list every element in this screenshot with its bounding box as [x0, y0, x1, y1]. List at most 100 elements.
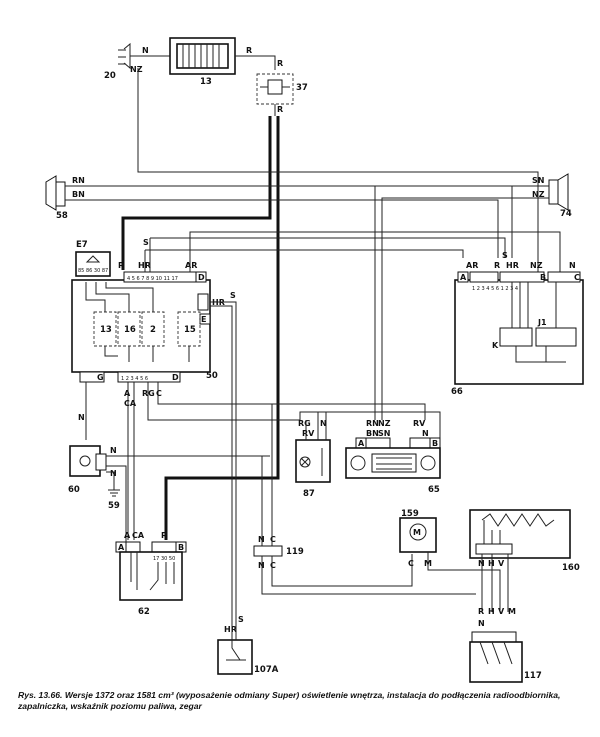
- label-50: 50: [206, 371, 218, 381]
- connector-c-66: C: [574, 273, 580, 282]
- component-117: 117: [469, 631, 542, 683]
- label-k: K: [492, 341, 499, 350]
- wire-r-62: R: [161, 531, 167, 540]
- wire-c-119-bottom: C: [270, 561, 276, 570]
- connector-a-65: A: [358, 439, 365, 448]
- wire-nz-66: NZ: [530, 261, 543, 270]
- label-65: 65: [428, 485, 440, 495]
- svg-text:N: N: [78, 413, 85, 422]
- wire-sn-65: SN: [378, 429, 390, 438]
- wire-n-117: N: [478, 619, 485, 628]
- wire-bn: BN: [72, 190, 85, 199]
- wire-r-66: R: [494, 261, 500, 270]
- wire-s-66: S: [502, 251, 508, 260]
- wire-s-50: S: [143, 238, 149, 247]
- component-37: 37 R: [256, 73, 308, 114]
- wire-nn-87: N: [320, 419, 327, 428]
- connector-g: G: [97, 373, 104, 382]
- component-87: 87: [295, 439, 331, 499]
- wire-ar-66: AR: [466, 261, 478, 270]
- component-62: A B 17 30 50 62: [115, 541, 187, 617]
- wire-rn-65: RN: [366, 419, 379, 428]
- wire-hr-50: HR: [138, 261, 151, 270]
- component-160: 160: [469, 509, 580, 573]
- connector-a-62: A: [118, 543, 125, 552]
- label-159: 159: [401, 509, 419, 519]
- figure-caption: Rys. 13.66. Wersje 1372 oraz 1581 cm³ (w…: [18, 690, 561, 711]
- wire-n-65: N: [422, 429, 429, 438]
- component-60: 60: [68, 445, 107, 495]
- component-66: A B C 1 2 3 4 5 6 1 2 3 4 K J1 66: [451, 271, 584, 397]
- label-60: 60: [68, 485, 80, 495]
- label-e7: E7: [76, 240, 88, 250]
- wire-ar-50: AR: [185, 261, 197, 270]
- label-59: 59: [108, 501, 120, 511]
- svg-text:N: N: [110, 446, 117, 455]
- wire-v-117: V: [498, 607, 505, 616]
- wire-c-50: C: [156, 389, 162, 398]
- component-20: 20 NZ: [104, 42, 143, 81]
- wire-s-107a: S: [238, 615, 244, 624]
- label-160: 160: [562, 563, 580, 573]
- wire-ca-62: CA: [132, 531, 145, 540]
- label-117: 117: [524, 671, 542, 681]
- thick-wire-37-50: [121, 116, 272, 270]
- thick-wire-37-62: [164, 116, 280, 540]
- connector-b-62: B: [178, 543, 184, 552]
- wire-a-62: A: [124, 531, 131, 540]
- wire-n-160: N: [478, 559, 485, 568]
- label-119: 119: [286, 547, 304, 557]
- svg-text:R: R: [277, 105, 283, 114]
- wire-r-50: R: [118, 261, 124, 270]
- label-87: 87: [303, 489, 315, 499]
- fuse-16: 16: [124, 325, 136, 335]
- label-j1: J1: [537, 318, 547, 327]
- fuse-2: 2: [150, 325, 156, 335]
- connector-a-66: A: [460, 273, 467, 282]
- fuse-15: 15: [184, 325, 196, 335]
- wire-rg-50: RG: [142, 389, 155, 398]
- wire-rv-87: RV: [302, 429, 315, 438]
- component-e7: E7 85 86 30 87: [75, 240, 111, 277]
- pins-50-top: 4 5 6 7 8 9 10 11 17: [127, 276, 178, 282]
- wire-nz-65: NZ: [378, 419, 391, 428]
- wire-m-117: M: [508, 607, 516, 616]
- svg-text:R: R: [277, 59, 283, 68]
- component-65: A B 65: [345, 437, 441, 495]
- ground-59: 59: [108, 489, 120, 511]
- connector-d-50: D: [198, 273, 205, 282]
- label-13: 13: [200, 77, 212, 87]
- wire-a-50: A: [124, 389, 131, 398]
- wire-rv-65: RV: [413, 419, 426, 428]
- pins-62: 17 30 50: [153, 556, 175, 562]
- wire-r-117: R: [478, 607, 484, 616]
- wire-rg-87: RG: [298, 419, 311, 428]
- wire-n-119-top: N: [258, 535, 265, 544]
- wire-r-13: R: [246, 46, 252, 55]
- label-62: 62: [138, 607, 150, 617]
- label-58: 58: [56, 211, 68, 221]
- wire-n-20: N: [142, 46, 149, 55]
- wire-rn: RN: [72, 176, 85, 185]
- pins-66: 1 2 3 4 5 6 1 2 3 4: [472, 286, 518, 292]
- connector-b-65: B: [432, 439, 438, 448]
- label-37: 37: [296, 83, 308, 93]
- wire-hr-107a: HR: [224, 625, 237, 634]
- label-107a: 107A: [254, 665, 279, 675]
- connector-h-50: D: [172, 373, 179, 382]
- wire-c-159: C: [408, 559, 414, 568]
- speaker-58: 58: [45, 175, 68, 221]
- pins-50-bottom: 1 2 3 4 5 6: [121, 376, 148, 382]
- wire-bn-65: BN: [366, 429, 379, 438]
- wire-c-119-top: C: [270, 535, 276, 544]
- component-13: 13: [169, 37, 236, 87]
- svg-text:N: N: [110, 469, 117, 478]
- wire-s-e: S: [230, 291, 236, 300]
- wire-nz-20: NZ: [130, 65, 143, 74]
- speaker-74: 74: [548, 173, 572, 219]
- wire-v-160: V: [498, 559, 505, 568]
- label-66: 66: [451, 387, 463, 397]
- wiring-diagram: 20 NZ N 13 R R 37 R 58 RN BN 74 SN NZ: [45, 37, 584, 683]
- pins-e7: 85 86 30 87: [78, 268, 108, 274]
- connector-119: 119: [253, 545, 304, 557]
